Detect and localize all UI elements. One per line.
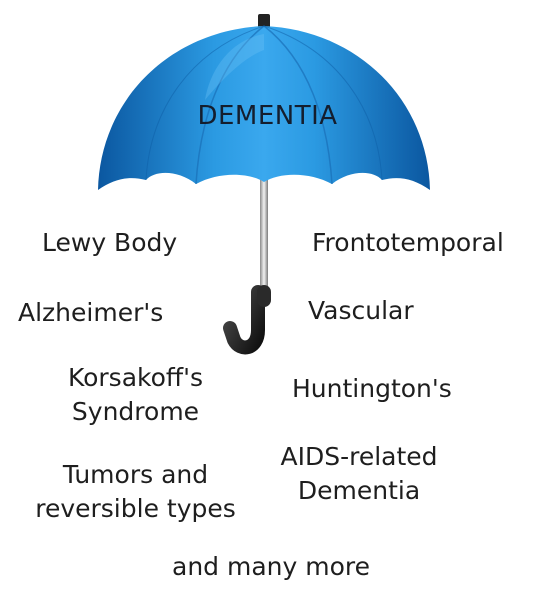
- umbrella-handle: [223, 285, 265, 355]
- umbrella-canopy: [98, 26, 430, 190]
- type-aids: AIDS-related Dementia: [270, 440, 448, 508]
- type-and-many-more: and many more: [172, 552, 370, 581]
- umbrella-tip: [258, 14, 270, 30]
- type-lewy-body: Lewy Body: [42, 228, 178, 257]
- type-tumors-line1: Tumors and: [62, 460, 209, 489]
- type-korsakoff: Korsakoff's Syndrome: [58, 361, 213, 429]
- type-aids-line2: Dementia: [297, 476, 421, 505]
- type-tumors: Tumors and reversible types: [28, 458, 243, 526]
- type-tumors-line2: reversible types: [35, 494, 236, 523]
- type-aids-line1: AIDS-related: [280, 442, 438, 471]
- type-huntingtons: Huntington's: [292, 374, 452, 403]
- umbrella-title: DEMENTIA: [197, 101, 338, 131]
- type-alzheimers: Alzheimer's: [18, 298, 164, 327]
- type-korsakoff-line2: Syndrome: [71, 397, 200, 426]
- umbrella-shaft: [260, 180, 268, 300]
- type-korsakoff-line1: Korsakoff's: [67, 363, 204, 392]
- type-frontotemporal: Frontotemporal: [312, 228, 504, 257]
- type-vascular: Vascular: [308, 296, 414, 325]
